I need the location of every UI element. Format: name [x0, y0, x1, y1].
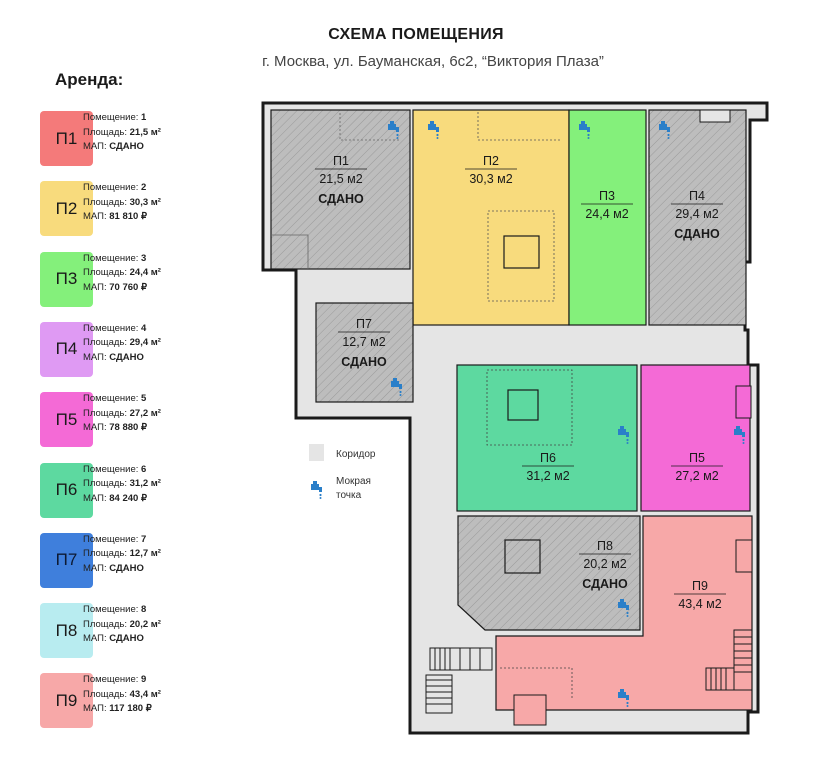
room-area-p9: 43,4 м2	[678, 597, 721, 611]
corridor-swatch	[309, 444, 324, 461]
room-status-p1: СДАНО	[318, 192, 364, 206]
room-area-p4: 29,4 м2	[675, 207, 718, 221]
staircase-right	[705, 629, 753, 691]
room-name-p1: П1	[333, 154, 349, 168]
room-area-p2: 30,3 м2	[469, 172, 512, 186]
room-name-p6: П6	[540, 451, 556, 465]
room-area-p5: 27,2 м2	[675, 469, 718, 483]
wet-point-icon	[311, 481, 322, 499]
wet-point-label-2: точка	[336, 490, 362, 501]
room-p6[interactable]	[456, 364, 638, 512]
room-area-p7: 12,7 м2	[342, 335, 385, 349]
room-area-p8: 20,2 м2	[583, 557, 626, 571]
room-name-p3: П3	[599, 189, 615, 203]
address-subtitle: г. Москва, ул. Бауманская, 6с2, “Виктори…	[262, 53, 604, 70]
room-p1[interactable]	[270, 109, 411, 270]
room-area-p1: 21,5 м2	[319, 172, 362, 186]
room-name-p8: П8	[597, 539, 613, 553]
room-status-p8: СДАНО	[582, 577, 628, 591]
room-status-p4: СДАНО	[674, 227, 720, 241]
legend-swatch: П9	[40, 673, 93, 729]
legend-swatch: П3	[40, 251, 93, 307]
corridor-label: Коридор	[336, 449, 376, 460]
room-p5[interactable]	[640, 364, 752, 512]
room-p4[interactable]	[648, 109, 747, 326]
room-p2[interactable]	[412, 109, 570, 326]
room-area-p3: 24,4 м2	[585, 207, 628, 221]
legend-swatch: П5	[40, 392, 93, 448]
page-title: СХЕМА ПОМЕЩЕНИЯ	[328, 26, 504, 43]
legend-swatch: П8	[40, 603, 93, 659]
room-p9[interactable]	[495, 515, 753, 726]
room-status-p7: СДАНО	[341, 355, 387, 369]
legend-swatch: П1	[40, 111, 93, 166]
legend-swatch: П4	[40, 321, 93, 377]
room-name-p9: П9	[692, 579, 708, 593]
staircase-left	[425, 647, 493, 714]
room-name-p7: П7	[356, 317, 372, 331]
legend-swatch: П2	[40, 181, 93, 237]
room-p8[interactable]	[457, 515, 641, 631]
room-name-p4: П4	[689, 189, 705, 203]
legend-swatch: П6	[40, 462, 93, 518]
legend-title: Аренда:	[55, 70, 124, 89]
room-p3[interactable]	[568, 109, 647, 326]
wet-point-label-1: Мокрая	[336, 476, 371, 487]
room-area-p6: 31,2 м2	[526, 469, 569, 483]
legend-swatch: П7	[40, 532, 93, 588]
room-name-p5: П5	[689, 451, 705, 465]
room-name-p2: П2	[483, 154, 499, 168]
